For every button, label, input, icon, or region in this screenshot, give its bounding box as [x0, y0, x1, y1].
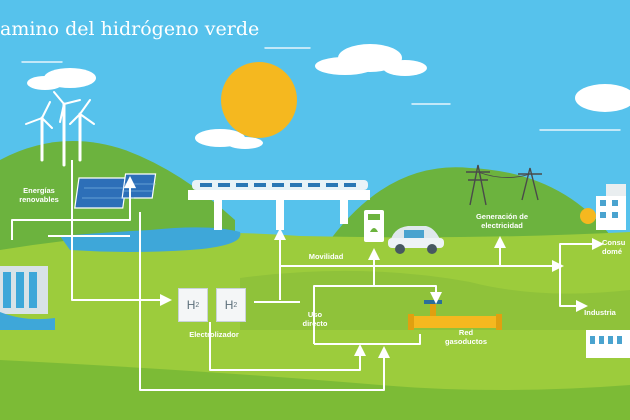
label-industry: Industria [584, 308, 616, 317]
h2-subscript: 2 [233, 301, 238, 309]
flow-arrows [11, 160, 604, 391]
label-gas-grid: Red gasoductos [444, 328, 488, 346]
wind-lines [21, 47, 621, 131]
electric-car-icon [388, 226, 444, 254]
factory-icon [586, 330, 630, 358]
h2-symbol: H [224, 298, 234, 312]
dam-icon [0, 266, 55, 330]
label-electrolyzer: Electrolizador [189, 330, 239, 339]
label-domestic: Consu domé [602, 238, 626, 256]
sun-icon [221, 62, 297, 138]
power-pylon-icon [466, 164, 542, 206]
label-mobility: Movilidad [308, 252, 344, 261]
page-title: amino del hidrógeno verde [0, 18, 260, 40]
h2-symbol: H [186, 298, 196, 312]
train-icon [188, 180, 370, 230]
label-renewables: Energías renovables [19, 186, 59, 204]
cloud-icon [27, 44, 630, 149]
h2-subscript: 2 [195, 301, 200, 309]
label-direct-use: Uso directo [302, 310, 328, 328]
river [60, 227, 241, 252]
label-power-generation: Generación de electricidad [475, 212, 529, 230]
house-icon [580, 184, 626, 230]
wind-turbine-icon [25, 91, 95, 167]
charging-station-icon [364, 210, 384, 242]
